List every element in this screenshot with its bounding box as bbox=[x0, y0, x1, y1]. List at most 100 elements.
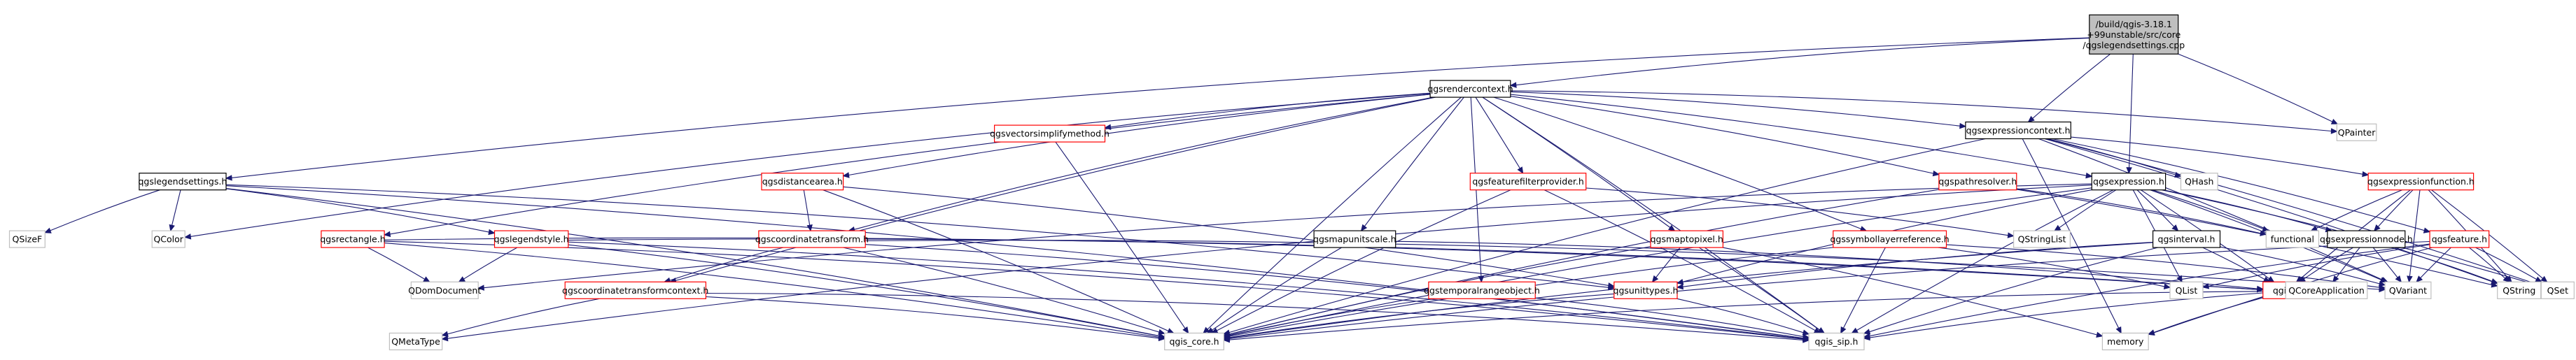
edge-interval-to-unittypes bbox=[1676, 242, 2153, 290]
node-box bbox=[2101, 332, 2149, 351]
node-box bbox=[1469, 173, 1587, 191]
node-box bbox=[410, 281, 479, 299]
edge-arrowhead bbox=[2379, 284, 2386, 291]
edge-rendercontext-to-mapunitscale bbox=[1360, 96, 1464, 232]
node-legendsettings[interactable]: qgslegendsettings.h bbox=[139, 173, 227, 191]
node-maptopixel[interactable]: qgsmaptopixel.h bbox=[1650, 230, 1724, 248]
node-exprcontext[interactable]: qgsexpressioncontext.h bbox=[1965, 121, 2071, 140]
node-functional: functional bbox=[2265, 230, 2320, 248]
edge-symbollayerref-to-qgis_sip bbox=[1840, 247, 1886, 334]
edge-rendercontext-to-distancearea bbox=[842, 94, 1431, 178]
node-box bbox=[1808, 332, 1865, 351]
node-box bbox=[2429, 230, 2490, 248]
edge-line bbox=[1869, 292, 2263, 338]
node-box bbox=[1313, 230, 1396, 248]
edge-coordtransform-to-qgis_core bbox=[843, 247, 1166, 336]
edge-arrowhead bbox=[2027, 115, 2035, 123]
edge-expression-to-qgis_core bbox=[1223, 187, 2092, 338]
edge-mapunitscale-to-qgis_core bbox=[1206, 247, 1342, 334]
node-coordtransformctx[interactable]: qgscoordinatetransformcontext.h bbox=[562, 281, 708, 299]
edge-coordtransformctx-to-qmetatype bbox=[441, 298, 600, 337]
edge-arrowhead bbox=[842, 172, 850, 178]
edge-mapunitscale-to-qgis_h bbox=[1395, 240, 2264, 292]
edge-arrowhead bbox=[1182, 326, 1189, 334]
edge-arrowhead bbox=[2147, 329, 2155, 336]
edge-line bbox=[2475, 247, 2537, 280]
edge-feature-to-qgis_sip bbox=[1863, 243, 2430, 339]
node-box bbox=[2152, 230, 2221, 248]
edge-rendercontext-to-exprcontext bbox=[1510, 91, 1967, 129]
edge-line bbox=[1722, 247, 2097, 336]
node-symbollayerref[interactable]: qgssymbollayerreference.h bbox=[1830, 230, 1949, 248]
edge-arrowhead bbox=[2115, 326, 2122, 334]
node-unittypes[interactable]: qgsunittypes.h bbox=[1614, 281, 1679, 299]
edge-arrowhead bbox=[2054, 224, 2062, 231]
edge-temporalrange-to-qgis_sip bbox=[1535, 297, 1810, 340]
node-label: qgsdistancearea.h bbox=[762, 176, 843, 187]
node-rendercontext[interactable]: qgsrendercontext.h bbox=[1427, 80, 1513, 98]
edge-arrowhead bbox=[2257, 285, 2264, 292]
edge-legendsettings-to-qgis_sip bbox=[225, 185, 1810, 342]
node-feature[interactable]: qgsfeature.h bbox=[2429, 230, 2490, 248]
node-pathresolver[interactable]: qgspathresolver.h bbox=[1938, 173, 2017, 191]
edge-distancearea-to-qgis_core bbox=[822, 189, 1175, 334]
node-label: QSet bbox=[2547, 285, 2568, 296]
edge-line bbox=[2071, 136, 2363, 175]
edge-line bbox=[1364, 96, 1464, 227]
edge-arrowhead bbox=[2267, 275, 2275, 283]
node-box bbox=[761, 173, 844, 191]
node-label: qgscoordinatetransform.h bbox=[755, 234, 869, 245]
edge-line bbox=[1216, 189, 1511, 331]
edge-line bbox=[2377, 189, 2414, 227]
edge-exprfunction-to-qvariant bbox=[2407, 189, 2421, 283]
node-mapunitscale[interactable]: qgsmapunitscale.h bbox=[1313, 230, 1396, 248]
node-label: QColor bbox=[153, 234, 183, 245]
node-label: qgsrendercontext.h bbox=[1427, 84, 1513, 94]
edge-arrowhead bbox=[1517, 166, 1524, 174]
edge-line bbox=[822, 189, 1169, 332]
node-box bbox=[388, 332, 443, 351]
edge-arrowhead bbox=[1959, 122, 1967, 129]
edge-arrowhead bbox=[2330, 118, 2339, 124]
edge-arrowhead bbox=[2491, 278, 2498, 285]
node-expression[interactable]: qgsexpression.h bbox=[2091, 173, 2166, 191]
edge-rectangle-to-qgis_core bbox=[384, 243, 1166, 340]
edge-line bbox=[1586, 187, 2008, 236]
node-rectangle[interactable]: qgsrectangle.h bbox=[320, 230, 386, 248]
edge-arrowhead bbox=[1360, 224, 1368, 232]
edge-line bbox=[2303, 247, 2353, 280]
edge-line bbox=[1510, 91, 1960, 127]
node-qset: QSet bbox=[2540, 281, 2575, 299]
edge-line bbox=[1869, 243, 2430, 337]
node-legendstyle[interactable]: qgslegendstyle.h bbox=[494, 230, 569, 248]
edge-arrowhead bbox=[1676, 283, 1684, 290]
edge-arrowhead bbox=[441, 331, 449, 337]
edge-symbollayerref-to-qlist bbox=[1938, 247, 2171, 289]
edge-line bbox=[1475, 96, 1520, 169]
edge-coordtransformctx-to-qgis_core bbox=[706, 296, 1166, 342]
edge-exprcontext-to-qgis_core bbox=[1223, 138, 1986, 336]
edge-exprcontext-to-exprfunction bbox=[2071, 136, 2370, 178]
node-vectorsimplify[interactable]: qgsvectorsimplifymethod.h bbox=[990, 124, 1110, 143]
node-exprfunction[interactable]: qgsexpressionfunction.h bbox=[2367, 173, 2474, 191]
node-temporalrange[interactable]: qgstemporalrangeobject.h bbox=[1424, 281, 1540, 299]
node-featurefilter[interactable]: qgsfeaturefilterprovider.h bbox=[1469, 173, 1587, 191]
node-box bbox=[2540, 281, 2575, 299]
edge-qgis_h-to-qgis_sip bbox=[1863, 292, 2263, 341]
node-box bbox=[321, 230, 385, 248]
node-label: QDomDocument bbox=[408, 285, 481, 296]
edge-exprnode-to-qcoreapp bbox=[2332, 247, 2360, 283]
node-coordtransform[interactable]: qgscoordinatetransform.h bbox=[755, 230, 869, 248]
node-interval[interactable]: qgsinterval.h bbox=[2152, 230, 2221, 248]
edge-line bbox=[225, 184, 1609, 288]
edge-rectangle-to-qdomdocument bbox=[368, 247, 430, 282]
edge-arrowhead bbox=[2423, 227, 2431, 233]
edge-legendsettings-to-qsizef bbox=[44, 189, 160, 233]
edge-arrowhead bbox=[477, 285, 484, 291]
edge-arrowhead bbox=[1851, 327, 1858, 334]
node-label: QSizeF bbox=[13, 234, 43, 245]
edge-expression-to-qstringlist bbox=[2054, 189, 2117, 231]
edge-root-to-rendercontext bbox=[1509, 37, 2090, 88]
node-distancearea[interactable]: qgsdistancearea.h bbox=[761, 173, 844, 191]
node-exprnode[interactable]: qgsexpressionnode.h bbox=[2320, 230, 2413, 248]
